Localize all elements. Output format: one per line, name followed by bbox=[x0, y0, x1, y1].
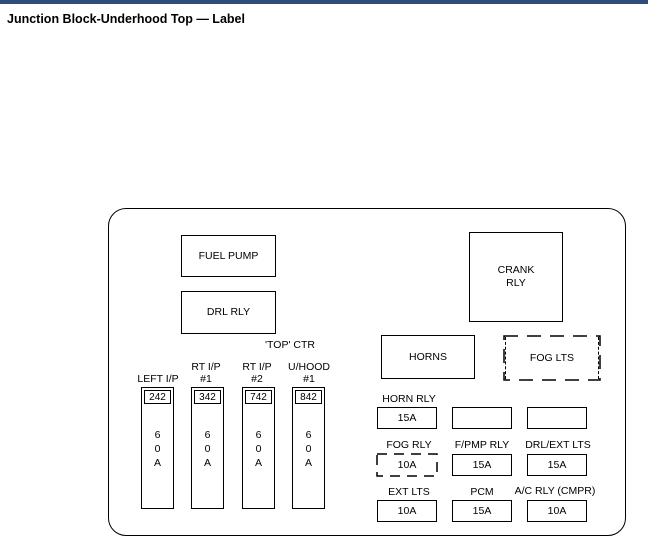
relay-fog-lts-label: FOG LTS bbox=[529, 351, 575, 364]
maxi-fuse-uhood-1: 842 6 0 A bbox=[292, 387, 325, 509]
maxi-fuse-rating: 6 0 A bbox=[203, 429, 211, 469]
mini-fuse-fog-rly-value: 10A bbox=[397, 459, 417, 471]
top-ctr-label: 'TOP' CTR bbox=[265, 339, 315, 351]
page-title: Junction Block-Underhood Top — Label bbox=[7, 12, 245, 26]
window-top-bar bbox=[0, 0, 648, 4]
mini-label-ext-lts: EXT LTS bbox=[388, 486, 430, 498]
maxi-fuse-number: 742 bbox=[245, 390, 272, 404]
maxi-fuse-rt-ip-2: 742 6 0 A bbox=[242, 387, 275, 509]
relay-fuel-pump: FUEL PUMP bbox=[181, 235, 276, 277]
maxi-fuse-rating: 6 0 A bbox=[153, 429, 161, 469]
maxi-fuse-rt-ip-1: 342 6 0 A bbox=[191, 387, 224, 509]
maxi-fuse-number: 242 bbox=[144, 390, 171, 404]
mini-fuse-empty-2 bbox=[527, 407, 587, 429]
maxi-fuse-number: 842 bbox=[295, 390, 322, 404]
mini-fuse-ac-rly: 10A bbox=[527, 500, 587, 522]
maxi-fuse-rating: 6 0 A bbox=[304, 429, 312, 469]
fog-lts-dashed-outline bbox=[503, 335, 601, 381]
mini-label-drl-ext-lts: DRL/EXT LTS bbox=[525, 439, 591, 451]
maxi-label-rt-ip-2: RT I/P #2 bbox=[242, 361, 272, 385]
maxi-fuse-number: 342 bbox=[194, 390, 221, 404]
relay-drl: DRL RLY bbox=[181, 291, 276, 334]
fog-rly-dashed-outline bbox=[376, 453, 438, 477]
maxi-fuse-left-ip: 242 6 0 A bbox=[141, 387, 174, 509]
junction-block-outline bbox=[108, 208, 626, 536]
mini-fuse-pcm: 15A bbox=[452, 500, 512, 522]
mini-fuse-drl-ext-lts: 15A bbox=[527, 454, 587, 476]
maxi-fuse-rating: 6 0 A bbox=[254, 429, 262, 469]
mini-label-fog-rly: FOG RLY bbox=[386, 439, 432, 451]
mini-label-pcm: PCM bbox=[470, 486, 494, 498]
mini-fuse-empty-1 bbox=[452, 407, 512, 429]
mini-label-fpmp-rly: F/PMP RLY bbox=[454, 439, 510, 451]
maxi-label-uhood-1: U/HOOD #1 bbox=[288, 361, 330, 385]
maxi-label-rt-ip-1: RT I/P #1 bbox=[191, 361, 221, 385]
mini-fuse-ext-lts: 10A bbox=[377, 500, 437, 522]
mini-fuse-horn-rly: 15A bbox=[377, 407, 437, 429]
mini-label-ac-rly: A/C RLY (CMPR) bbox=[514, 485, 596, 497]
maxi-label-left-ip: LEFT I/P bbox=[137, 373, 179, 385]
mini-fuse-fog-rly: 10A bbox=[377, 454, 437, 476]
mini-fuse-fpmp-rly: 15A bbox=[452, 454, 512, 476]
relay-fog-lts: FOG LTS bbox=[505, 337, 599, 379]
relay-crank: CRANK RLY bbox=[469, 232, 563, 322]
relay-horns: HORNS bbox=[381, 335, 475, 379]
mini-label-horn-rly: HORN RLY bbox=[382, 393, 436, 405]
